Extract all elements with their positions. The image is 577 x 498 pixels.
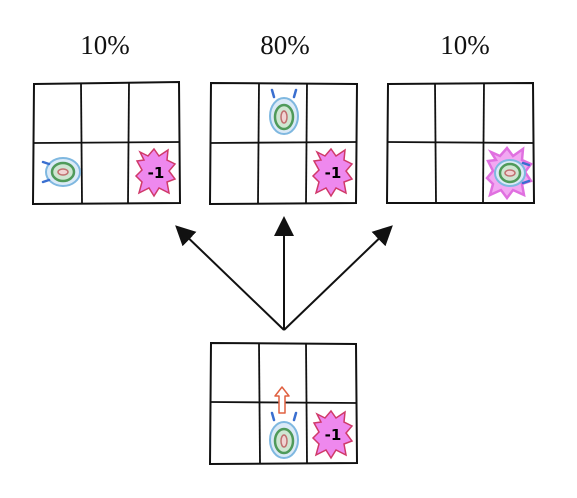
probability-label-left: 10% — [80, 30, 130, 60]
grid-outcome-right — [385, 81, 536, 204]
penalty-burst-icon: -1 — [311, 147, 354, 198]
arrow-to-left-outcome — [175, 225, 285, 331]
robot-icon — [269, 88, 299, 135]
arrow-to-right-outcome — [283, 225, 393, 331]
penalty-label: -1 — [325, 164, 342, 182]
robot-collision-icon — [485, 146, 533, 201]
penalty-burst-icon: -1 — [311, 409, 354, 460]
grid-outcome-middle: -1 — [208, 81, 359, 206]
probability-label-right: 10% — [440, 30, 490, 60]
penalty-label: -1 — [148, 164, 165, 182]
robot-icon — [269, 411, 299, 459]
robot-icon — [41, 157, 81, 187]
penalty-label: -1 — [325, 426, 342, 444]
grid-start-state: -1 — [208, 341, 359, 466]
grid-outcome-left: -1 — [31, 80, 182, 206]
up-arrow-icon — [274, 386, 290, 414]
probability-label-middle: 80% — [260, 30, 310, 60]
penalty-burst-icon: -1 — [134, 147, 177, 198]
